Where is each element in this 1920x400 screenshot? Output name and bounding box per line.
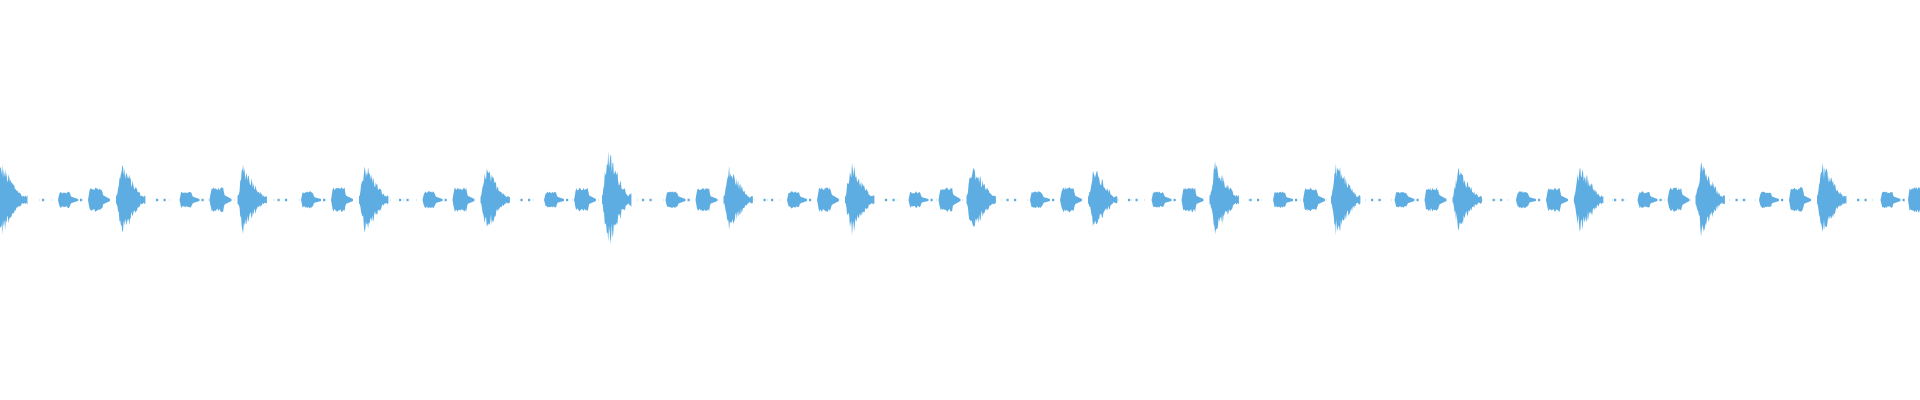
wave-pip	[528, 198, 531, 202]
wave-pip	[444, 198, 447, 202]
wave-blip-small	[665, 191, 686, 209]
wave-pip	[809, 198, 812, 202]
wave-blip	[574, 187, 596, 212]
wave-pip	[1864, 198, 1867, 202]
wave-pip	[1902, 198, 1905, 202]
waveform-segments	[0, 150, 1920, 244]
wave-pip	[763, 198, 766, 202]
wave-blip	[1303, 187, 1325, 212]
wave-burst-large	[1452, 167, 1482, 231]
wave-pip	[642, 198, 645, 202]
wave-burst-large	[1695, 162, 1725, 237]
wave-blip	[209, 187, 232, 213]
wave-pip	[1257, 198, 1260, 202]
wave-pip	[1743, 198, 1746, 202]
wave-blip-small	[1516, 191, 1536, 209]
wave-blip	[1789, 187, 1811, 212]
wave-blip-small	[179, 191, 200, 208]
wave-blip	[331, 187, 353, 212]
wave-pip	[1857, 198, 1860, 202]
wave-burst-large	[359, 166, 389, 233]
wave-blip-small	[1273, 191, 1293, 208]
wave-blip	[1181, 187, 1204, 213]
wave-blip	[695, 187, 718, 212]
wave-blip	[817, 187, 839, 213]
wave-pip	[1052, 198, 1055, 202]
wave-blip	[1546, 187, 1568, 212]
wave-pip	[1614, 198, 1617, 202]
wave-pip	[163, 198, 166, 202]
wave-pip	[566, 198, 569, 202]
wave-pip	[1128, 198, 1131, 202]
wave-blip-small	[301, 191, 321, 209]
wave-burst-large	[237, 164, 267, 234]
wave-burst-large	[602, 150, 632, 244]
wave-pip	[156, 198, 159, 202]
wave-pip	[771, 198, 774, 202]
wave-pip	[1538, 198, 1541, 202]
wave-blip-small	[1030, 191, 1050, 209]
wave-pip	[1492, 198, 1495, 202]
wave-blip	[1424, 187, 1447, 212]
wave-pip	[406, 198, 409, 202]
wave-pip	[1781, 198, 1784, 202]
wave-burst-large	[1209, 161, 1239, 234]
wave-blip	[1667, 187, 1690, 212]
wave-blip	[1908, 187, 1920, 213]
wave-pip	[1249, 198, 1252, 202]
wave-pip	[1173, 198, 1176, 202]
wave-burst-large	[1574, 168, 1604, 232]
wave-pip	[1659, 198, 1662, 202]
wave-blip-small	[1151, 191, 1172, 208]
wave-blip-small	[1637, 191, 1658, 209]
wave-burst-large	[723, 165, 753, 230]
wave-burst-large	[0, 164, 28, 235]
wave-pip	[277, 198, 280, 202]
wave-burst-large	[116, 165, 146, 232]
wave-blip-small	[1394, 191, 1415, 208]
wave-burst-large	[845, 162, 875, 236]
wave-pip	[201, 198, 204, 202]
wave-blip-small	[908, 191, 929, 209]
wave-pip	[399, 198, 402, 202]
wave-pip	[80, 198, 83, 202]
wave-pip	[1135, 198, 1138, 202]
wave-burst-large	[1088, 170, 1118, 227]
wave-pip	[1371, 198, 1374, 202]
wave-pip	[649, 198, 652, 202]
wave-pip	[323, 198, 326, 202]
wave-burst-large	[1331, 163, 1361, 236]
wave-pip	[1735, 198, 1738, 202]
wave-pip	[1378, 198, 1381, 202]
wave-blip	[452, 187, 475, 213]
wave-blip	[1060, 187, 1082, 213]
wave-pip	[1295, 198, 1298, 202]
wave-pip	[1621, 198, 1624, 202]
wave-pip	[1500, 198, 1503, 202]
wave-blip-small	[1759, 191, 1779, 208]
wave-pip	[892, 198, 895, 202]
wave-pip	[1014, 198, 1017, 202]
wave-burst-large	[480, 168, 510, 227]
wave-blip-small	[58, 191, 78, 209]
wave-pip	[520, 198, 523, 202]
wave-pip	[285, 198, 288, 202]
wave-pip	[930, 198, 933, 202]
wave-pip	[885, 198, 888, 202]
wave-burst-large	[966, 168, 996, 227]
wave-pip	[42, 198, 45, 202]
wave-blip-small	[544, 191, 564, 208]
wave-blip	[88, 187, 110, 213]
wave-blip-small	[787, 191, 807, 209]
wave-pip	[687, 198, 690, 202]
wave-blip	[938, 187, 961, 213]
wave-pip	[1006, 198, 1009, 202]
wave-blip-small	[422, 191, 443, 209]
wave-pip	[1416, 198, 1419, 202]
wave-burst-large	[1817, 163, 1847, 232]
wave-blip-small	[1880, 191, 1901, 209]
